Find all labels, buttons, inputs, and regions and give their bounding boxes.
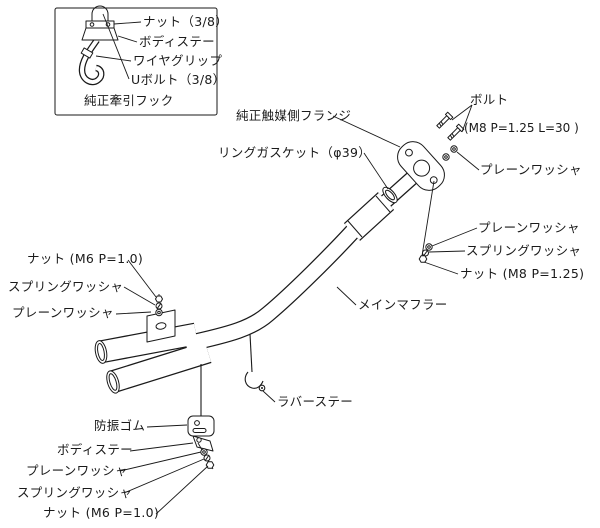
ring-gasket-part <box>382 186 398 204</box>
label-inset-body-stay: ボディステー <box>139 34 215 49</box>
fastener-stack-right <box>418 180 435 263</box>
label-inset-caption: 純正牽引フック <box>84 93 174 108</box>
plain-washer-top-icon <box>442 145 458 161</box>
label-spring-washer-mid: スプリングワッシャ <box>466 243 582 258</box>
exhaust-pipe-core <box>98 173 417 392</box>
rubber-stay-part <box>244 333 266 392</box>
wire-grip-icon <box>80 47 94 59</box>
flex-joint <box>347 195 391 238</box>
label-inset-u-bolt: Uボルト（3/8） <box>131 72 226 87</box>
label-plain-washer-top: プレーンワッシャ <box>480 162 582 177</box>
fastener-stack-left <box>155 294 163 317</box>
label-plain-washer-left: プレーンワッシャ <box>12 305 114 320</box>
label-bolt-spec: (M8 P=1.25 L=30 ) <box>464 121 579 135</box>
label-main-muffler: メインマフラー <box>358 297 448 312</box>
label-plain-washer-mid: プレーンワッシャ <box>478 220 580 235</box>
body-stay-part <box>192 435 214 452</box>
bolt-icons <box>436 111 465 161</box>
label-body-stay: ボディステー <box>57 442 133 457</box>
label-vibration-rubber: 防振ゴム <box>94 418 146 433</box>
label-nut-m6-upper: ナット (M6 P=1.0) <box>27 251 144 266</box>
label-spring-washer-bottom: スプリングワッシャ <box>17 485 133 500</box>
label-rubber-stay: ラバーステー <box>277 394 354 409</box>
label-catalyst-flange: 純正触媒側フランジ <box>236 108 352 123</box>
vibration-rubber-part <box>187 415 215 437</box>
body-stay-icon <box>81 27 119 41</box>
label-nut-m6-lower: ナット (M6 P=1.0) <box>43 505 160 520</box>
label-inset-nut: ナット（3/8） <box>143 14 229 29</box>
label-nut-m8: ナット (M8 P=1.25) <box>460 266 585 281</box>
label-spring-washer-left: スプリングワッシャ <box>8 279 124 294</box>
label-bolt: ボルト <box>470 92 509 107</box>
hanger-bracket <box>146 309 176 343</box>
tailpipe-tips <box>94 340 120 394</box>
leader-lines <box>95 13 480 515</box>
tow-hook-drawing <box>78 5 119 86</box>
flange-part <box>397 141 445 191</box>
u-bolt-icon <box>91 5 109 21</box>
label-plain-washer-bottom: プレーンワッシャ <box>26 463 128 478</box>
label-ring-gasket: リングガスケット（φ39） <box>218 145 372 160</box>
label-inset-wire-grip: ワイヤグリップ <box>133 53 223 68</box>
